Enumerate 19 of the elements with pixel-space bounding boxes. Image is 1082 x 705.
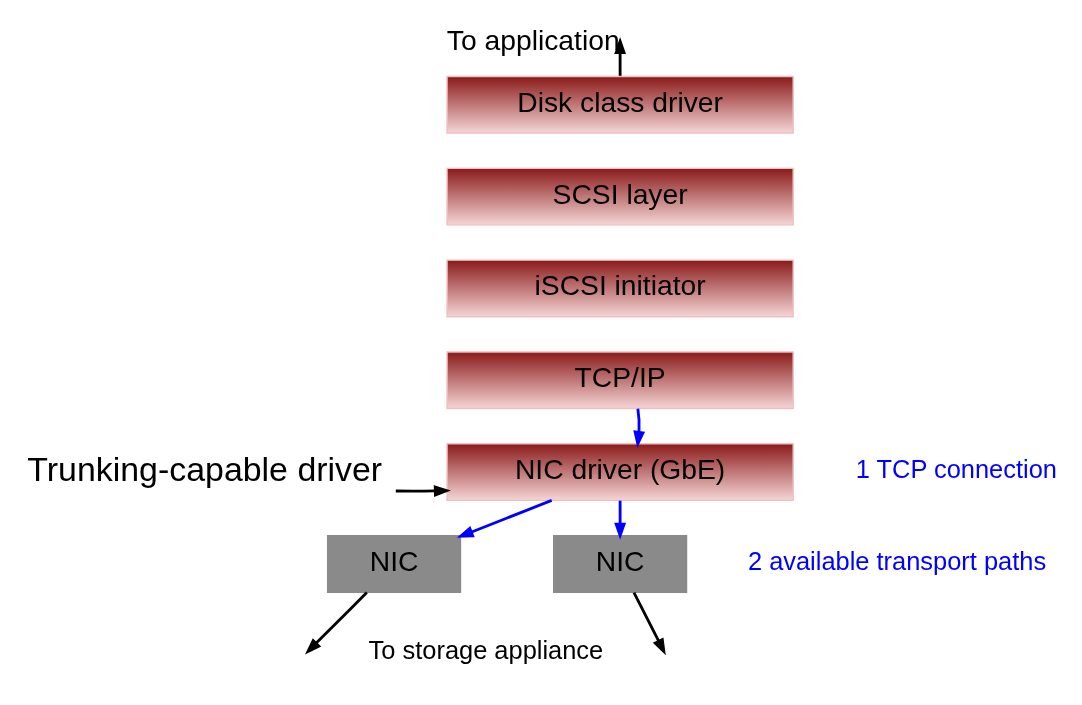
node-box: TCP/IP	[446, 350, 794, 409]
node-box: NIC driver (GbE)	[446, 442, 794, 501]
arrow	[632, 591, 666, 655]
node-box: iSCSI initiator	[446, 258, 794, 317]
label: 2 available transport paths	[747, 546, 1047, 575]
arrow	[395, 484, 451, 497]
node-box: NIC	[553, 534, 688, 593]
label: 1 TCP connection	[855, 454, 1057, 483]
arrow	[456, 498, 553, 538]
node-box: SCSI layer	[446, 167, 794, 226]
arrow	[633, 408, 646, 448]
node-text: Trunking-capable driver	[27, 449, 383, 488]
label: To storage appliance	[368, 635, 604, 664]
node-box: NIC	[326, 534, 462, 593]
arrow	[614, 36, 627, 76]
edge-label: To application	[446, 23, 620, 56]
arrow	[304, 591, 368, 654]
node-box: Disk class driver	[446, 75, 794, 134]
arrow	[614, 500, 627, 540]
